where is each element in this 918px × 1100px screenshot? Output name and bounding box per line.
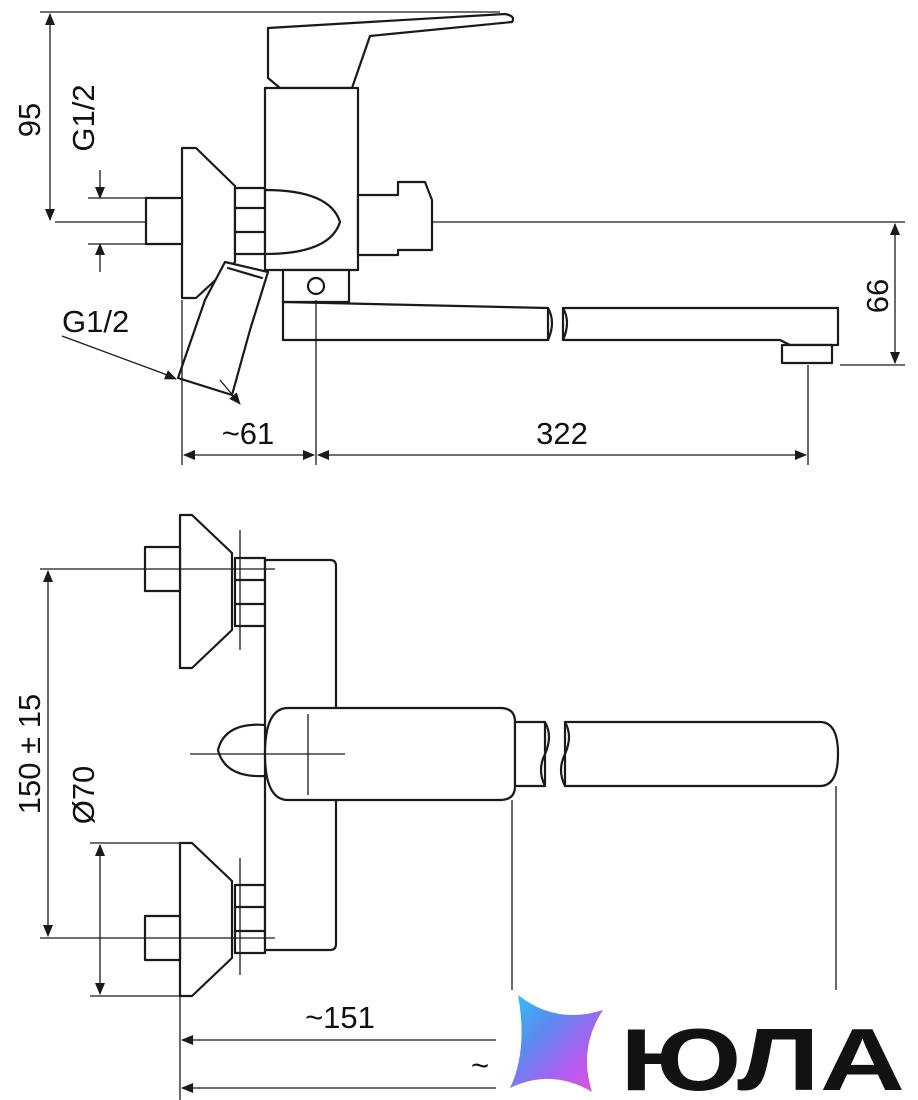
- wall-flange: [180, 146, 237, 300]
- inlet-pipe: [144, 196, 184, 246]
- spout-plan: [563, 720, 840, 788]
- lower-flange: [178, 841, 234, 998]
- svg-text:~61: ~61: [222, 416, 275, 451]
- diverter-knob: [356, 180, 434, 257]
- aerator: [780, 343, 834, 365]
- dimension-151: ~151: [181, 1000, 496, 1045]
- dimension-g12-inlet: G1/2: [66, 84, 105, 272]
- svg-text:322: 322: [536, 416, 588, 451]
- dimension-d70: Ø70: [66, 766, 105, 995]
- dimension-150: 150 ± 15: [12, 570, 53, 937]
- svg-text:~151: ~151: [305, 1000, 375, 1035]
- dimension-95: 95: [12, 12, 55, 221]
- spout: [281, 300, 550, 342]
- svg-text:~: ~: [471, 1048, 489, 1083]
- side-view: 95 G1/2 G1/2 66 ~61 322: [12, 11, 905, 465]
- dimension-61: ~61: [183, 416, 315, 460]
- svg-text:Ø70: Ø70: [66, 766, 101, 825]
- yula-logo: ЮЛА: [510, 995, 905, 1100]
- dimension-322: 322: [317, 416, 807, 460]
- svg-text:G1/2: G1/2: [62, 304, 129, 339]
- svg-text:95: 95: [12, 103, 47, 137]
- hex-nut: [233, 186, 267, 256]
- front-view: 150 ± 15 Ø70 ~151 ~: [12, 513, 840, 1100]
- dimension-g12-hose: G1/2: [62, 304, 241, 405]
- logo-star-icon: [510, 995, 603, 1092]
- cartridge-housing: [263, 706, 517, 802]
- diverter-cap: [216, 723, 267, 778]
- eccentric-cover: [263, 188, 342, 256]
- dimension-66: 66: [860, 223, 900, 364]
- lever-handle: [266, 12, 515, 90]
- svg-text:66: 66: [860, 279, 895, 313]
- svg-text:150 ± 15: 150 ± 15: [12, 694, 47, 814]
- dimension-total: ~: [181, 1048, 496, 1093]
- upper-flange: [178, 513, 234, 670]
- logo-text: ЮЛА: [620, 1010, 905, 1100]
- svg-text:G1/2: G1/2: [66, 84, 101, 151]
